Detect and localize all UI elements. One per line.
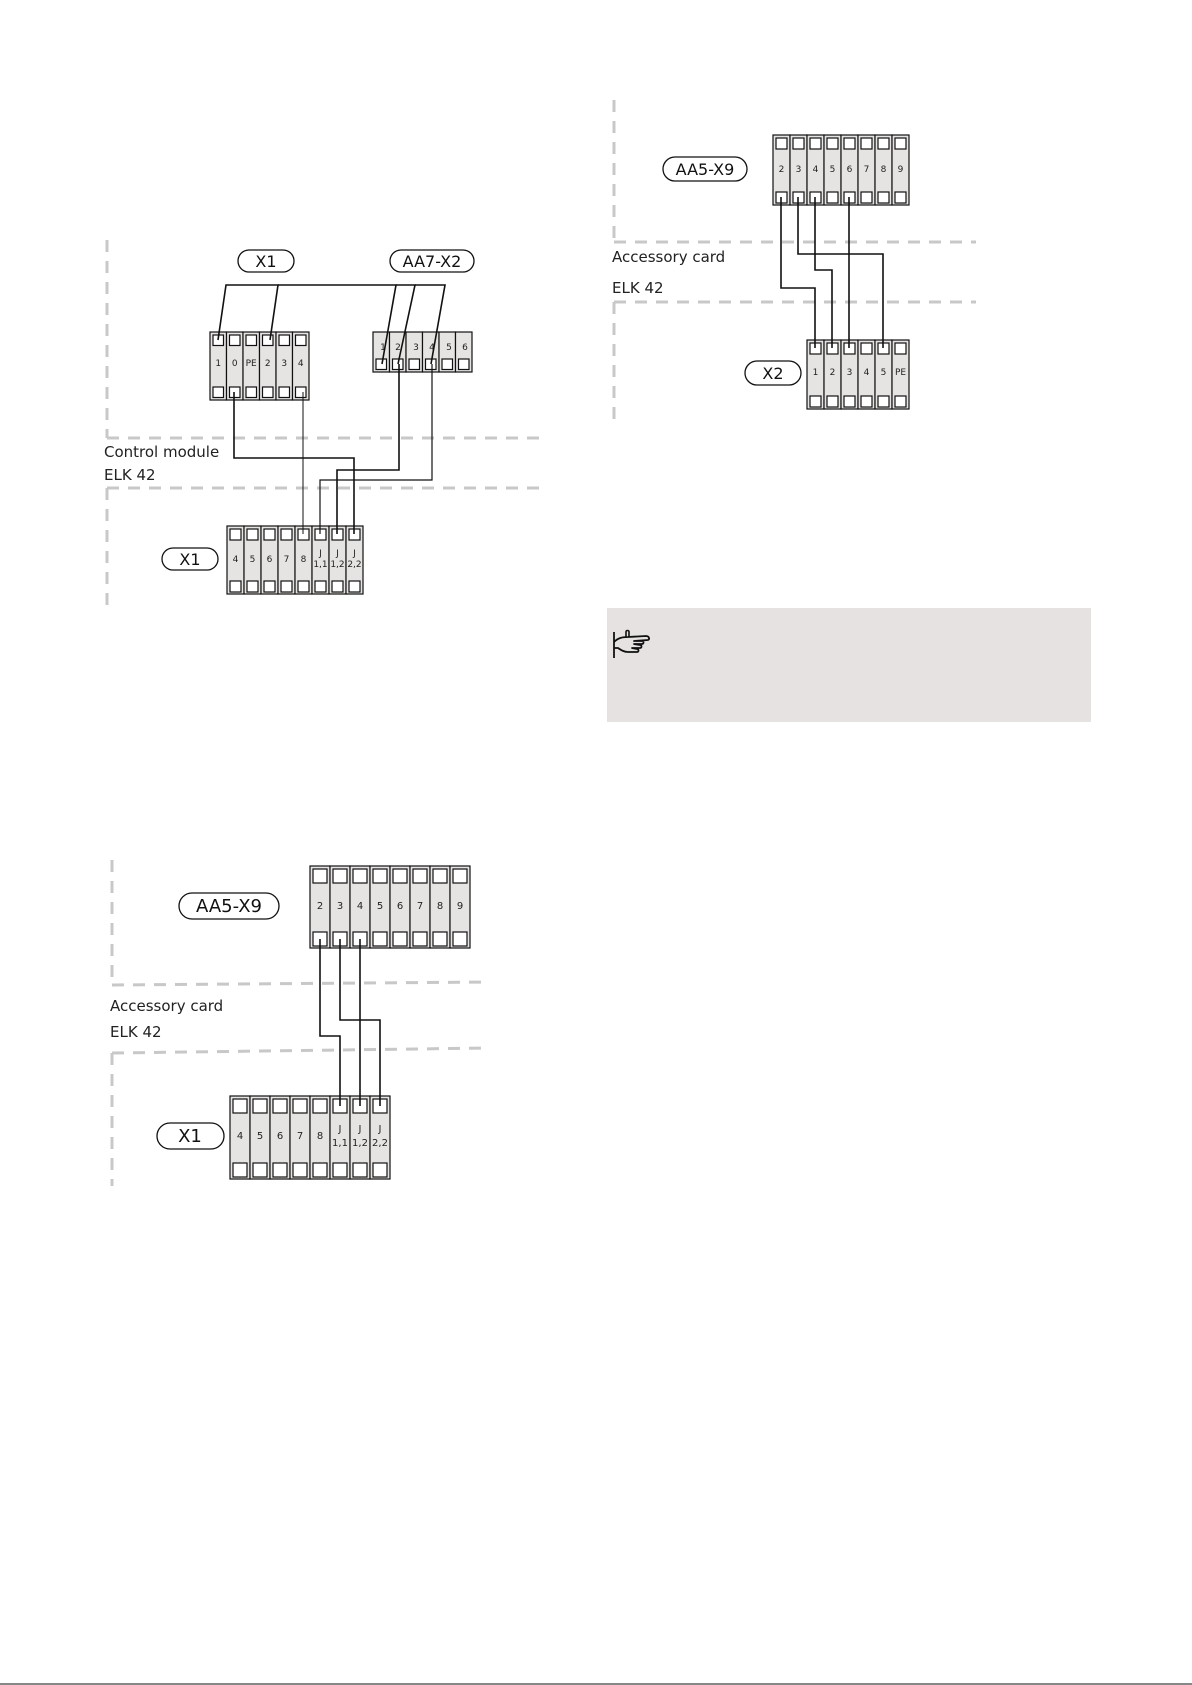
diagram-accessory-card-to-x2: AA5-X9 2 [612, 100, 976, 428]
pin-label: 6 [397, 901, 403, 912]
pin-label: 6 [277, 1131, 283, 1142]
pin-label: 1,2 [330, 560, 344, 570]
x1-label: X1 [178, 1126, 202, 1147]
pin-label: 5 [881, 368, 887, 378]
pin-label: 1,1 [332, 1138, 348, 1149]
pin-label: J [318, 549, 322, 559]
control-module-label: Control module [104, 443, 219, 461]
pin-label: 8 [881, 165, 887, 175]
pin-label: 3 [337, 901, 343, 912]
pin-label: 4 [357, 901, 363, 912]
pin-label: 5 [446, 343, 452, 353]
pin-label: 1 [215, 359, 221, 369]
terminal-block-x2: 1 2 3 4 5 PE [807, 340, 909, 409]
aa5-x9-label: AA5-X9 [196, 896, 262, 917]
pin-label: 8 [437, 901, 443, 912]
pin-label: PE [246, 359, 257, 369]
elk42-label: ELK 42 [110, 1023, 162, 1041]
elk42-label: ELK 42 [612, 279, 664, 297]
terminal-block-x1-bottom: 4 5 6 7 8 J 1,1 J 1,2 J 2,2 [227, 526, 363, 594]
pin-label: 6 [462, 343, 468, 353]
pin-label: 4 [237, 1131, 243, 1142]
pin-label: J [352, 549, 356, 559]
diagram-control-module-to-elk42: X1 AA7-X2 1 0 PE [104, 240, 548, 612]
pin-label: 8 [301, 555, 307, 565]
x1-label-pill: X1 [157, 1123, 224, 1149]
terminal-block-x1: 4 5 6 7 8 J 1,1 J 1,2 J 2,2 [230, 1096, 390, 1179]
pin-label: J [378, 1124, 382, 1135]
terminal-block-x1-top: 1 0 PE 2 3 4 [210, 332, 309, 400]
terminal-block-aa7-x2: 1 2 3 4 5 6 [373, 332, 472, 372]
pin-label: 4 [864, 368, 870, 378]
pin-label: 2 [265, 359, 271, 369]
pin-label: PE [895, 368, 906, 378]
elk42-label: ELK 42 [104, 466, 156, 484]
terminal-block-aa5-x9: 2 3 4 5 6 7 8 9 [310, 866, 470, 948]
pin-label: 1,2 [352, 1138, 368, 1149]
pin-label: 7 [864, 165, 870, 175]
pin-label: 1,1 [313, 560, 327, 570]
x1-top-label-pill: X1 [238, 250, 294, 272]
x2-label-pill: X2 [745, 361, 801, 385]
boundary-accessory-bottom [112, 982, 490, 985]
pin-label: 2,2 [347, 560, 361, 570]
pin-label: 3 [796, 165, 802, 175]
accessory-card-label: Accessory card [110, 997, 223, 1015]
x1-bottom-label-pill: X1 [162, 548, 218, 570]
pin-label: 2 [830, 368, 836, 378]
pin-label: 6 [847, 165, 853, 175]
pin-label: 5 [377, 901, 383, 912]
boundary-elk42-top [112, 1048, 490, 1053]
pin-label: 4 [298, 359, 304, 369]
aa5-x9-label-pill: AA5-X9 [179, 893, 279, 919]
pin-label: 9 [898, 165, 904, 175]
pin-label: 9 [457, 901, 463, 912]
pin-label: 2,2 [372, 1138, 388, 1149]
x1-bottom-label: X1 [179, 550, 200, 569]
pin-label: 5 [830, 165, 836, 175]
pin-label: 3 [281, 359, 287, 369]
pin-label: 3 [413, 343, 419, 353]
aa7-x2-label: AA7-X2 [403, 252, 462, 271]
wires-diagram3 [320, 939, 380, 1106]
pin-label: 6 [267, 555, 273, 565]
pin-label: 4 [233, 555, 239, 565]
pin-label: 1 [813, 368, 819, 378]
pin-label: 2 [317, 901, 323, 912]
pin-label: 7 [284, 555, 290, 565]
diagram-accessory-card-to-x1: AA5-X9 2 [110, 860, 490, 1186]
pin-label: 8 [317, 1131, 323, 1142]
pin-label: 0 [232, 359, 238, 369]
accessory-card-label: Accessory card [612, 248, 725, 266]
pin-label: 3 [847, 368, 853, 378]
terminal-block-aa5-x9: 2 3 4 5 6 7 8 9 [773, 135, 909, 205]
pin-label: 2 [779, 165, 785, 175]
x2-label: X2 [762, 364, 783, 383]
pin-label: 4 [813, 165, 819, 175]
pin-label: J [338, 1124, 342, 1135]
aa5-x9-label-pill: AA5-X9 [663, 157, 747, 181]
pin-label: 5 [257, 1131, 263, 1142]
note-box [607, 608, 1091, 722]
pin-label: J [335, 549, 339, 559]
aa7-x2-label-pill: AA7-X2 [390, 250, 474, 272]
wires-diagram2 [781, 197, 883, 348]
pin-label: J [358, 1124, 362, 1135]
pin-label: 5 [250, 555, 256, 565]
x1-top-label: X1 [255, 252, 276, 271]
pin-label: 7 [417, 901, 423, 912]
pin-label: 7 [297, 1131, 303, 1142]
aa5-x9-label: AA5-X9 [676, 160, 735, 179]
